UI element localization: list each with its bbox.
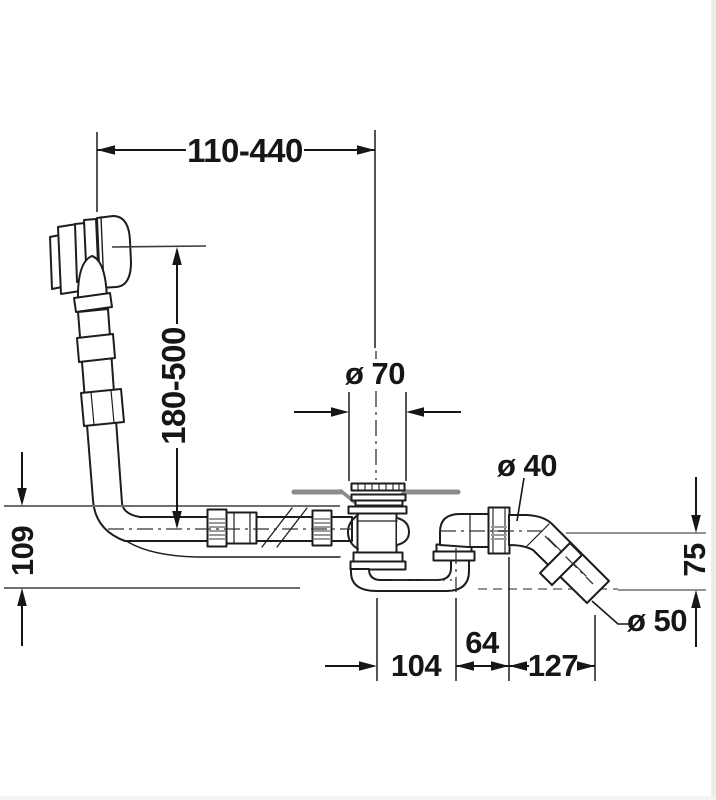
outlet-collar-ring bbox=[539, 542, 583, 586]
drain-trap bbox=[347, 505, 490, 592]
scan-edge-right bbox=[711, 0, 716, 800]
label-top-span: 110-440 bbox=[187, 132, 303, 169]
hose-joint-ring bbox=[73, 292, 113, 313]
extension-lines bbox=[96, 130, 596, 681]
overflow-head bbox=[49, 215, 132, 303]
hose-sleeve-1 bbox=[76, 333, 116, 363]
label-outlet-height: 75 bbox=[677, 543, 712, 577]
drain-body bbox=[356, 512, 398, 554]
leader-o40 bbox=[516, 477, 525, 522]
overflow-bend-dome bbox=[76, 255, 108, 303]
label-overflow-height: 180-500 bbox=[155, 327, 192, 445]
hose-sleeve-2 bbox=[80, 388, 125, 427]
reference-lines bbox=[4, 532, 706, 591]
label-outlet-projection: 127 bbox=[528, 648, 578, 683]
datum-lines-over bbox=[4, 245, 340, 507]
label-elbow-diameter: ø 40 bbox=[497, 448, 557, 483]
dimension-lines bbox=[17, 145, 701, 671]
drain-plug bbox=[350, 482, 407, 507]
scan-edge-bottom bbox=[0, 796, 716, 800]
label-inlet-height: 109 bbox=[5, 526, 40, 576]
drain-flange bbox=[347, 505, 408, 515]
pipe-break-line-2 bbox=[276, 507, 308, 548]
plumbing-assembly bbox=[49, 215, 610, 604]
label-trap-length: 104 bbox=[391, 648, 442, 683]
dimension-labels: 110-440 180-500 ø 70 ø 40 ø 50 109 75 10… bbox=[5, 132, 712, 683]
hose-under-arc bbox=[127, 541, 341, 558]
centerlines bbox=[91, 267, 377, 504]
leader-o50 bbox=[591, 600, 629, 625]
overflow-cap bbox=[96, 215, 132, 289]
label-elbow-offset: 64 bbox=[465, 625, 500, 660]
label-drain-diameter: ø 70 bbox=[345, 356, 405, 391]
pipe-break-line-1 bbox=[261, 507, 293, 548]
pipe-sleeve bbox=[225, 511, 258, 545]
label-outlet-diameter: ø 50 bbox=[627, 603, 687, 638]
centerlines-over bbox=[108, 528, 594, 592]
